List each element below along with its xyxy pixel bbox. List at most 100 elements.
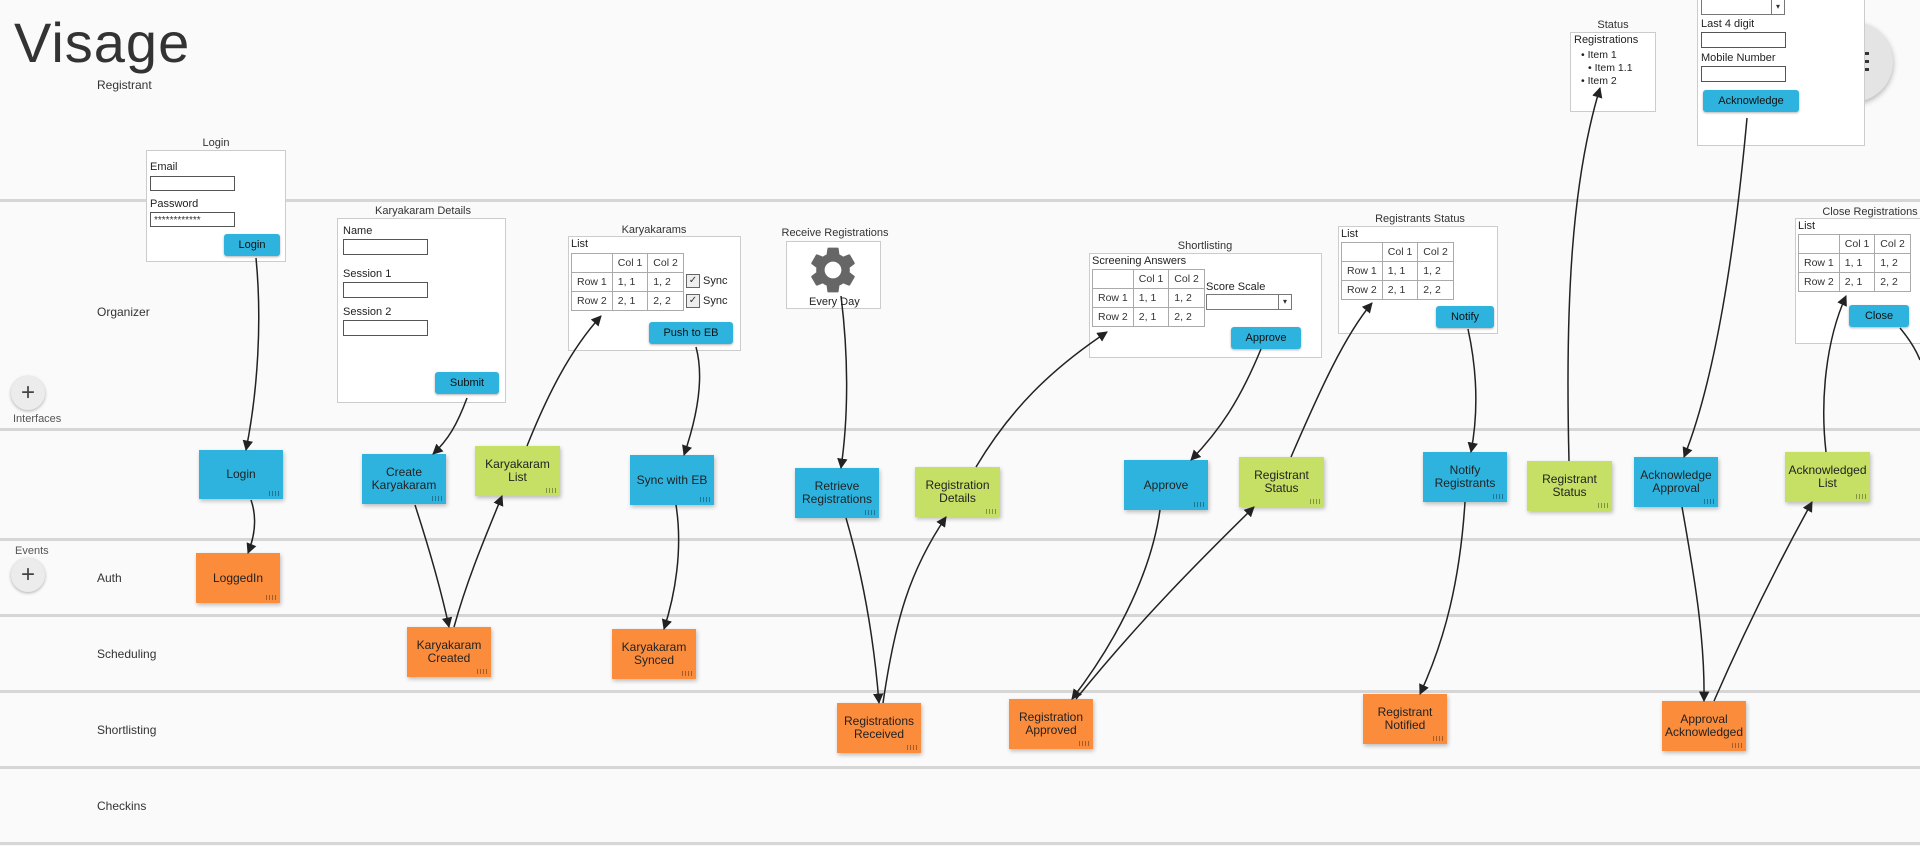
- sticky-registrant-notified[interactable]: Registrant Notified: [1363, 694, 1447, 744]
- push-to-eb-button[interactable]: Push to EB: [649, 322, 733, 344]
- lane-divider: [0, 842, 1920, 845]
- schedule-caption: Every Day: [809, 296, 860, 308]
- table-header: Col 2: [647, 253, 684, 273]
- sticky-notify-registrants[interactable]: Notify Registrants: [1423, 452, 1507, 502]
- connector-arrow: [975, 331, 1108, 468]
- table-header: Col 1: [611, 253, 649, 273]
- lane-divider: [0, 766, 1920, 769]
- connector-arrow: [1682, 117, 1748, 458]
- notify-button[interactable]: Notify: [1436, 306, 1494, 328]
- sticky-registrations-received[interactable]: Registrations Received: [837, 703, 921, 753]
- app-title: Visage: [14, 11, 191, 74]
- login-wireframe: Email Password ************ Login: [146, 150, 286, 262]
- lane-divider: [0, 199, 1920, 202]
- status-title: Status: [1597, 19, 1629, 31]
- sticky-karyakaram-created[interactable]: Karyakaram Created: [407, 627, 491, 677]
- last4-field[interactable]: [1701, 32, 1786, 48]
- connector-arrow: [882, 516, 947, 704]
- connector-arrow: [1713, 501, 1813, 702]
- screening-answers-label: Screening Answers: [1092, 255, 1187, 267]
- acknowledge-button[interactable]: Acknowledge: [1703, 90, 1799, 112]
- table-header: Col 1: [1838, 234, 1876, 254]
- add-interface-button[interactable]: +: [11, 376, 45, 410]
- chevron-down-icon: ▾: [1771, 0, 1784, 14]
- email-label: Email: [150, 161, 178, 173]
- list-label: List: [571, 238, 589, 250]
- events-label: Events: [15, 545, 49, 557]
- status-list-item: • Item 1.1: [1588, 62, 1633, 74]
- karyakaram-details-title: Karyakaram Details: [375, 205, 471, 217]
- lane-divider: [0, 538, 1920, 541]
- list-label: List: [1798, 220, 1816, 232]
- connector-arrow: [682, 346, 701, 456]
- receive-registrations-title: Receive Registrations: [781, 227, 889, 239]
- email-field[interactable]: [150, 176, 235, 191]
- password-field[interactable]: ************: [150, 212, 235, 227]
- sticky-registrant-status-organizer[interactable]: Registrant Status: [1239, 457, 1324, 507]
- sticky-registration-details[interactable]: Registration Details: [915, 467, 1000, 517]
- table-header: Col 2: [1417, 242, 1454, 262]
- submit-button[interactable]: Submit: [435, 372, 499, 394]
- sticky-create-karyakaram[interactable]: Create Karyakaram: [362, 454, 446, 504]
- connector-arrow: [242, 257, 260, 452]
- name-field[interactable]: [343, 239, 428, 255]
- plus-icon: +: [20, 379, 35, 406]
- session2-field[interactable]: [343, 320, 428, 336]
- sticky-acknowledged-list[interactable]: Acknowledged List: [1785, 452, 1870, 502]
- table-header: Col 2: [1874, 234, 1911, 254]
- login-submit-button[interactable]: Login: [224, 234, 280, 256]
- last4-label: Last 4 digit: [1701, 18, 1755, 30]
- registrations-subtitle: Registrations: [1574, 34, 1639, 46]
- lane-divider: [0, 690, 1920, 693]
- lane-label-shortlisting: Shortlisting: [97, 723, 157, 737]
- connector-arrow: [1419, 501, 1466, 695]
- status-list-item: • Item 2: [1581, 75, 1617, 87]
- sync-checkbox[interactable]: ✓: [686, 294, 700, 308]
- session1-field[interactable]: [343, 282, 428, 298]
- sticky-karyakaram-list[interactable]: Karyakaram List: [475, 446, 560, 496]
- approve-button[interactable]: Approve: [1231, 327, 1301, 349]
- score-scale-label: Score Scale: [1206, 281, 1266, 293]
- sticky-sync-with-eb[interactable]: Sync with EB: [630, 455, 714, 505]
- sticky-registration-approved[interactable]: Registration Approved: [1009, 699, 1093, 749]
- lane-divider: [0, 428, 1920, 431]
- shortlisting-wireframe-title: Shortlisting: [1177, 240, 1233, 252]
- sticky-karyakaram-synced[interactable]: Karyakaram Synced: [612, 629, 696, 679]
- sticky-retrieve-registrations[interactable]: Retrieve Registrations: [795, 468, 879, 518]
- score-scale-dropdown[interactable]: ▾: [1206, 294, 1292, 310]
- close-registrations-title: Close Registrations: [1822, 206, 1918, 218]
- sticky-approve[interactable]: Approve: [1124, 460, 1208, 510]
- sticky-acknowledge-approval[interactable]: Acknowledge Approval: [1634, 457, 1718, 507]
- registrants-status-title: Registrants Status: [1375, 213, 1465, 225]
- connector-arrow: [453, 495, 504, 628]
- sticky-registrant-status-registrant[interactable]: Registrant Status: [1527, 461, 1612, 511]
- sync-label: Sync: [703, 275, 728, 287]
- connector-arrow: [1467, 328, 1478, 454]
- lane-label-registrant: Registrant: [97, 78, 152, 92]
- sticky-loggedin[interactable]: LoggedIn: [196, 553, 280, 603]
- code-dropdown[interactable]: ▾: [1701, 0, 1785, 15]
- sync-checkbox[interactable]: ✓: [686, 274, 700, 288]
- mobile-number-field[interactable]: [1701, 66, 1786, 82]
- connector-arrow: [845, 517, 884, 705]
- sticky-approval-acknowledged[interactable]: Approval Acknowledged: [1662, 701, 1746, 751]
- close-button[interactable]: Close: [1849, 305, 1909, 327]
- session2-label: Session 2: [343, 306, 392, 318]
- add-event-button[interactable]: +: [11, 558, 45, 592]
- sticky-login[interactable]: Login: [199, 450, 283, 499]
- session1-label: Session 1: [343, 268, 392, 280]
- chevron-down-icon: ▾: [1278, 295, 1291, 309]
- karyakarams-title: Karyakarams: [621, 224, 687, 236]
- gear-icon: [811, 247, 855, 293]
